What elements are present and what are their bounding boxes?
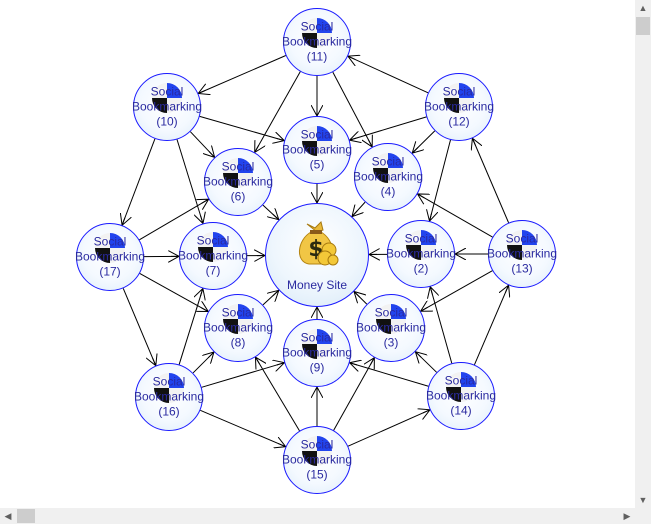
edge-13-to-3 <box>421 270 493 312</box>
edge-10-to-5 <box>199 115 285 140</box>
scroll-down-icon[interactable]: ▼ <box>638 495 648 505</box>
edge-17-to-16 <box>122 288 156 365</box>
edge-17-to-8 <box>139 273 209 311</box>
edge-15-to-3 <box>333 358 375 431</box>
scroll-up-icon[interactable]: ▲ <box>638 3 648 13</box>
node-label: Social Bookmarking (15) <box>281 437 353 482</box>
edge-16-to-8 <box>192 352 214 374</box>
edge-12-to-4 <box>412 130 436 153</box>
node-label: Social Bookmarking (11) <box>281 19 353 64</box>
node-social-bookmarking-6[interactable]: Social Bookmarking (6) <box>203 148 273 216</box>
edge-16-to-7 <box>178 288 203 365</box>
edge-3-to-money <box>354 292 368 305</box>
node-social-bookmarking-16[interactable]: Social Bookmarking (16) <box>134 363 204 431</box>
social-bookmark-icon <box>223 158 253 189</box>
edge-8-to-money <box>262 290 279 306</box>
edge-11-to-4 <box>332 71 372 147</box>
node-label: Social Bookmarking (17) <box>74 234 146 279</box>
edge-10-to-17 <box>122 138 156 225</box>
node-social-bookmarking-9[interactable]: Social Bookmarking (9) <box>282 319 352 387</box>
node-social-bookmarking-2[interactable]: Social Bookmarking (2) <box>386 220 456 288</box>
edge-12-to-2 <box>430 139 451 221</box>
edge-13-to-12 <box>472 138 510 223</box>
node-label: Social Bookmarking (5) <box>281 127 353 172</box>
node-label: Social Bookmarking (2) <box>385 231 457 276</box>
node-label: Social Bookmarking (13) <box>486 231 558 276</box>
social-bookmark-icon <box>373 153 403 184</box>
node-label: Social Bookmarking (3) <box>355 305 427 350</box>
scroll-left-icon[interactable]: ◀ <box>4 511 12 521</box>
node-social-bookmarking-7[interactable]: Social Bookmarking (7) <box>178 222 248 290</box>
node-social-bookmarking-3[interactable]: Social Bookmarking (3) <box>356 294 426 362</box>
node-social-bookmarking-14[interactable]: Social Bookmarking (14) <box>426 362 496 430</box>
social-bookmark-icon <box>302 126 332 157</box>
link-wheel-diagram: $ Money Site Social Bookmarking (2) Soci… <box>0 0 635 508</box>
node-social-bookmarking-17[interactable]: Social Bookmarking (17) <box>75 223 145 291</box>
node-label: Social Bookmarking (7) <box>177 233 249 278</box>
social-bookmark-icon <box>95 233 125 264</box>
edge-14-to-9 <box>350 363 429 387</box>
vertical-scrollbar[interactable]: ▲ ▼ <box>635 0 651 508</box>
node-label: Social Bookmarking (4) <box>352 154 424 199</box>
node-label: Social Bookmarking (16) <box>133 374 205 419</box>
node-social-bookmarking-13[interactable]: Social Bookmarking (13) <box>487 220 557 288</box>
social-bookmark-icon <box>446 372 476 403</box>
edges-layer <box>0 0 635 508</box>
edge-14-to-13 <box>473 285 508 365</box>
edge-12-to-11 <box>348 56 429 94</box>
edge-16-to-9 <box>201 363 285 388</box>
social-bookmark-icon <box>302 18 332 49</box>
edge-14-to-3 <box>415 352 437 373</box>
money-site-node[interactable]: $ Money Site <box>265 203 369 307</box>
scroll-right-icon[interactable]: ▶ <box>623 511 631 521</box>
edge-16-to-15 <box>200 409 285 446</box>
social-bookmark-icon <box>152 83 182 114</box>
edge-15-to-8 <box>255 357 300 432</box>
node-social-bookmarking-15[interactable]: Social Bookmarking (15) <box>282 426 352 494</box>
edge-11-to-6 <box>255 71 301 153</box>
node-label: Social Bookmarking (12) <box>423 84 495 129</box>
horizontal-scrollbar[interactable]: ◀ ▶ <box>0 508 635 524</box>
vertical-scroll-thumb[interactable] <box>636 17 650 35</box>
node-social-bookmarking-8[interactable]: Social Bookmarking (8) <box>203 294 273 362</box>
edge-10-to-6 <box>190 131 214 158</box>
social-bookmark-icon <box>154 373 184 404</box>
social-bookmark-icon <box>198 232 228 263</box>
edge-13-to-4 <box>417 194 493 238</box>
edge-15-to-14 <box>347 410 430 447</box>
node-label: Social Bookmarking (8) <box>202 305 274 350</box>
edge-11-to-10 <box>198 55 287 94</box>
scrollbar-corner <box>635 508 651 524</box>
edge-12-to-5 <box>350 116 427 140</box>
social-bookmark-icon <box>302 329 332 360</box>
node-social-bookmarking-10[interactable]: Social Bookmarking (10) <box>132 73 202 141</box>
horizontal-scroll-thumb[interactable] <box>17 509 35 523</box>
node-social-bookmarking-11[interactable]: Social Bookmarking (11) <box>282 8 352 76</box>
node-label: Social Bookmarking (10) <box>131 84 203 129</box>
social-bookmark-icon <box>302 436 332 467</box>
social-bookmark-icon <box>507 230 537 261</box>
node-social-bookmarking-12[interactable]: Social Bookmarking (12) <box>424 73 494 141</box>
node-label: Social Bookmarking (14) <box>425 373 497 418</box>
node-label: Social Bookmarking (9) <box>281 330 353 375</box>
social-bookmark-icon <box>223 304 253 335</box>
node-social-bookmarking-5[interactable]: Social Bookmarking (5) <box>282 116 352 184</box>
node-label: Social Bookmarking (6) <box>202 159 274 204</box>
edge-17-to-6 <box>139 199 208 241</box>
node-social-bookmarking-4[interactable]: Social Bookmarking (4) <box>353 143 423 211</box>
edge-6-to-money <box>262 204 279 220</box>
social-bookmark-icon <box>376 304 406 335</box>
money-bag-icon: $ <box>299 221 339 266</box>
money-site-label: Money Site <box>286 278 348 292</box>
social-bookmark-icon <box>444 83 474 114</box>
edge-4-to-money <box>352 201 366 216</box>
edge-14-to-2 <box>430 287 453 364</box>
social-bookmark-icon <box>406 230 436 261</box>
